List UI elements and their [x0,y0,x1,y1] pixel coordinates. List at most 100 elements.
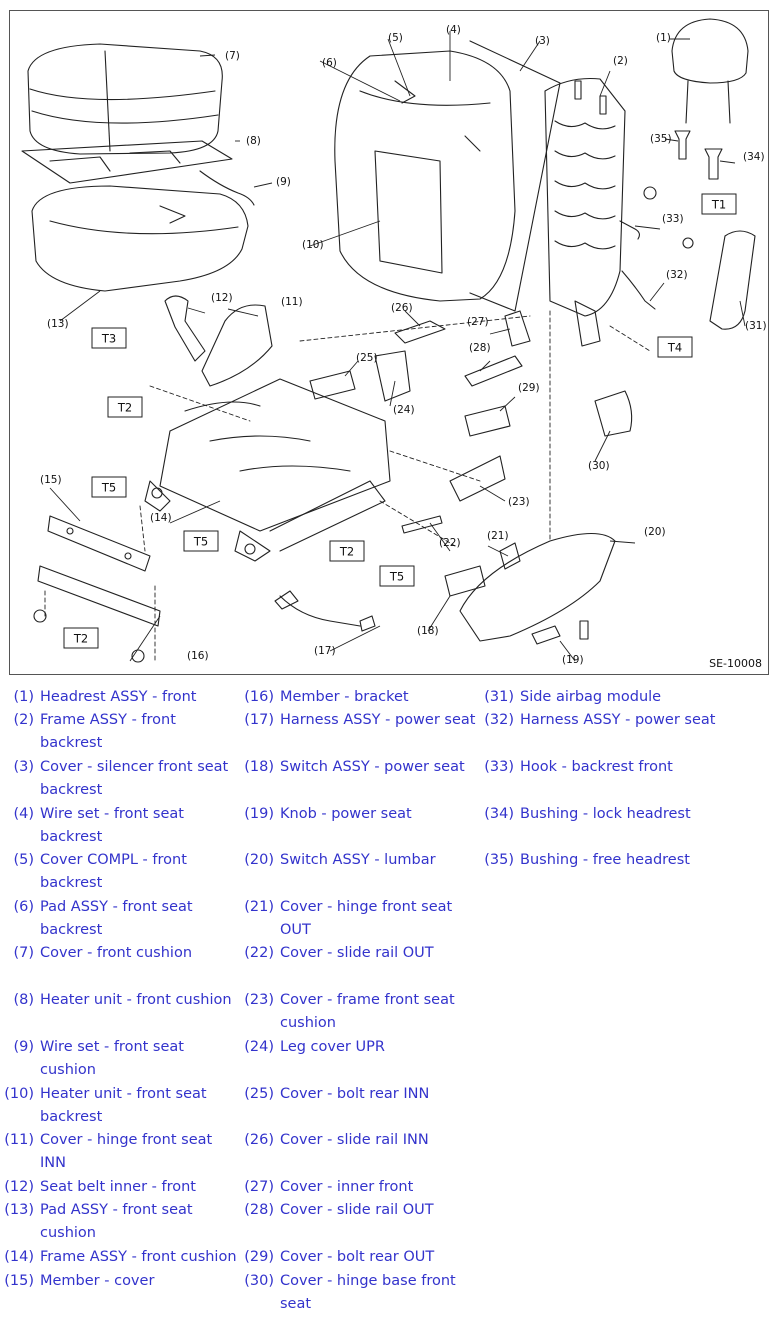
callout-13: (13) [47,318,69,330]
legend-item-text: Cover - slide rail OUT [280,945,434,961]
legend-item-text: Harness ASSY - power seat [280,712,476,728]
legend-item-number: (27) [244,1179,274,1195]
svg-text:T4: T4 [667,341,682,355]
callout-34: (34) [743,151,765,163]
legend-item-text: Bushing - free headrest [520,852,690,868]
legend-item-text: Heater unit - front cushion [40,992,232,1008]
legend-item-number: (15) [4,1273,34,1289]
legend-item-number: (26) [244,1132,274,1148]
legend-item-number: (33) [484,759,514,775]
power-seat-harness-part [274,590,376,632]
legend-item-text: Cover - frame front seat cushion [280,992,455,1031]
legend-item-number: (19) [244,806,274,822]
callout-28: (28) [469,342,491,354]
legend-item-number: (5) [13,852,34,868]
callout-26: (26) [391,302,413,314]
callout-30: (30) [588,460,610,472]
torque-tag-t2-2: T2 [329,540,365,562]
legend-item-text: Cover - bolt rear INN [280,1086,430,1102]
torque-tag-t5-8: T5 [379,565,415,587]
legend-item-text: Member - bracket [280,689,409,705]
legend-item-number: (4) [13,806,34,822]
legend-item-number: (35) [484,852,514,868]
legend-item-number: (11) [4,1132,34,1148]
legend-item-text: Harness ASSY - power seat [520,712,716,728]
svg-text:T3: T3 [101,332,116,346]
legend-item-text: Cover - front cushion [40,945,193,961]
callout-7: (7) [225,50,240,62]
bolt-cover-inn-part [309,370,356,400]
svg-text:T5: T5 [101,481,116,495]
legend-item-number: (20) [244,852,274,868]
wire-set-cushion-part [199,170,255,206]
bolt-cover-out-part [464,405,511,437]
callout-6: (6) [322,57,337,69]
svg-text:T1: T1 [711,198,726,212]
legend-item-number: (9) [13,1039,34,1055]
callout-17: (17) [314,645,336,657]
callout-35: (35) [650,133,672,145]
legend-item-text: Bushing - lock headrest [520,806,691,822]
legend-item-number: (1) [13,689,34,705]
callout-5: (5) [388,32,403,44]
legend-item-number: (22) [244,945,274,961]
legend-item-text: Member - cover [40,1273,155,1289]
legend-item-number: (29) [244,1249,274,1265]
backrest-hook-part [619,220,641,240]
cushion-frame-part [144,378,391,562]
slide-rail-cover-out-upper-part [464,355,523,387]
callout-11: (11) [281,296,303,308]
callout-15: (15) [40,474,62,486]
legend-item-text: Switch ASSY - lumbar [280,852,436,868]
legend-item-text: Hook - backrest front [520,759,673,775]
legend-item-number: (32) [484,712,514,728]
backrest-pad-part [334,50,516,302]
legend-item-text: Cover - inner front [280,1179,414,1195]
legend-item-text: Switch ASSY - power seat [280,759,465,775]
torque-tag-t4-5: T4 [657,336,693,358]
slide-rail-cover-out-part [401,515,443,534]
callout-31: (31) [745,320,767,332]
legend-item-number: (3) [13,759,34,775]
callout-16: (16) [187,650,209,662]
backrest-frame-part [544,77,626,347]
backrest-silencer-part [469,40,561,312]
svg-text:T2: T2 [339,545,354,559]
slide-rail-cover-inn-part [394,320,446,344]
legend-item-text: Leg cover UPR [280,1039,385,1055]
legend-item-number: (10) [4,1086,34,1102]
legend-item-text: Cover - hinge front seat OUT [280,899,453,938]
legend-item-text: Side airbag module [520,689,662,705]
cushion-pad-part [31,185,249,292]
backrest-harness-part [621,270,656,310]
callout-20: (20) [644,526,666,538]
callout-29: (29) [518,382,540,394]
legend-item-text: Cover - silencer front seat backrest [40,759,229,798]
legend-item-text: Cover - slide rail OUT [280,1202,434,1218]
torque-tag-t5-7: T5 [183,530,219,552]
svg-text:T2: T2 [73,632,88,646]
legend-item-number: (30) [244,1273,274,1289]
exploded-seat-diagram: (1)(2)(3)(4)(5)(6)(7)(8)(9)(10)(11)(12)(… [9,10,769,675]
legend-item-number: (34) [484,806,514,822]
callout-22: (22) [439,537,461,549]
callout-32: (32) [666,269,688,281]
legend-item-text: Pad ASSY - front seat cushion [40,1202,193,1241]
callout-23: (23) [508,496,530,508]
legend-item-text: Frame ASSY - front cushion [40,1249,237,1265]
legend-item-text: Wire set - front seat cushion [40,1039,184,1078]
member-bracket-part [37,565,161,627]
legend-item-number: (31) [484,689,514,705]
legend-item-text: Heater unit - front seat backrest [40,1086,207,1125]
legend-item-number: (28) [244,1202,274,1218]
legend-item-number: (21) [244,899,274,915]
legend-item-number: (14) [4,1249,34,1265]
callout-10: (10) [302,239,324,251]
legend-item-text: Cover - slide rail INN [280,1132,429,1148]
svg-text:T5: T5 [389,570,404,584]
legend-item-number: (7) [13,945,34,961]
legend-item-number: (18) [244,759,274,775]
legend-item-text: Headrest ASSY - front [40,689,197,705]
callout-27: (27) [467,316,489,328]
torque-tag-t2-3: T2 [63,627,99,649]
